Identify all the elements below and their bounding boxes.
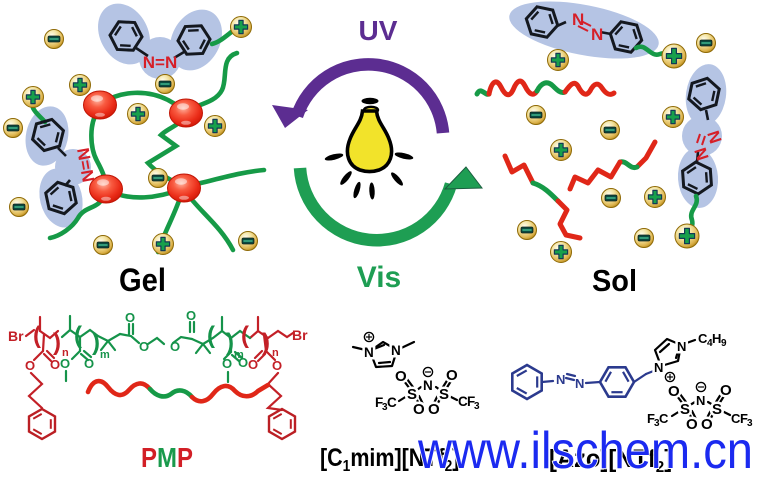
svg-text:C: C [387,395,397,410]
svg-text:O: O [668,383,680,400]
svg-text:N: N [591,25,603,44]
svg-text:3: 3 [382,402,388,413]
svg-text:(: ( [207,322,215,349]
svg-text:O: O [84,356,94,371]
svg-text:(: ( [33,322,41,349]
svg-text:S: S [712,401,722,418]
svg-text:n: n [62,347,69,359]
svg-text:F: F [740,411,748,426]
svg-text:Sol: Sol [592,263,637,298]
svg-text:N: N [572,10,584,29]
svg-text:PMP: PMP [141,442,193,473]
svg-text:n: n [272,347,279,359]
svg-text:O: O [701,416,713,433]
svg-text:): ) [226,329,234,356]
svg-text:[C1mim][NTf2]: [C1mim][NTf2] [320,443,459,475]
svg-text:Vis: Vis [357,261,402,294]
svg-text:3: 3 [654,418,660,429]
svg-text:S: S [407,386,417,403]
svg-text:www.ilschem.cn: www.ilschem.cn [417,422,753,477]
svg-text:O: O [25,358,35,373]
svg-text:O: O [125,310,135,325]
svg-text:C: C [731,411,741,426]
svg-text:O: O [60,356,70,371]
svg-text:H: H [712,331,721,346]
svg-text:3: 3 [474,401,480,412]
svg-text:N=N: N=N [143,53,177,72]
svg-text:N: N [364,345,374,360]
svg-text:N: N [696,393,705,408]
svg-text:O: O [395,368,407,385]
svg-text:O: O [446,367,458,384]
svg-text:S: S [439,386,449,403]
svg-text:N: N [677,339,686,354]
svg-text:N: N [391,343,401,358]
svg-text:O: O [272,358,282,373]
svg-text:Gel: Gel [119,262,166,298]
svg-text:(: ( [241,322,249,349]
svg-text:O: O [248,357,258,372]
svg-text:N: N [423,378,433,393]
svg-text:C: C [458,394,468,409]
svg-text:N: N [654,360,663,375]
svg-text:F: F [647,411,655,426]
svg-text:): ) [53,329,61,356]
svg-text:3: 3 [747,418,753,429]
svg-text:O: O [413,401,425,418]
svg-text:m: m [100,349,110,361]
svg-text:UV: UV [359,15,398,46]
svg-text:F: F [375,395,383,410]
svg-text:S: S [680,401,690,418]
svg-text:m: m [234,349,244,361]
svg-text:C: C [698,331,708,346]
svg-text:F: F [467,394,475,409]
svg-text:N: N [556,372,565,387]
svg-text:Br: Br [292,327,308,343]
svg-text:O: O [186,308,196,323]
svg-text:): ) [262,329,270,356]
svg-text:Br: Br [8,328,24,344]
svg-text:(: ( [74,322,82,349]
svg-text:N: N [690,145,712,163]
svg-text:C: C [659,411,669,426]
svg-text:O: O [222,356,232,371]
svg-text:O: O [720,382,732,399]
svg-text:O: O [238,355,248,370]
svg-text:O: O [139,339,149,354]
svg-text:O: O [686,416,698,433]
svg-text:N: N [575,376,584,391]
svg-text:[Azo][NTf2]: [Azo][NTf2] [549,445,672,476]
svg-text:): ) [92,329,100,356]
svg-text:N: N [703,128,725,146]
svg-text:9: 9 [721,338,727,349]
svg-text:O: O [50,357,60,372]
svg-text:O: O [170,339,180,354]
svg-text:O: O [428,401,440,418]
svg-text:4: 4 [707,338,713,349]
